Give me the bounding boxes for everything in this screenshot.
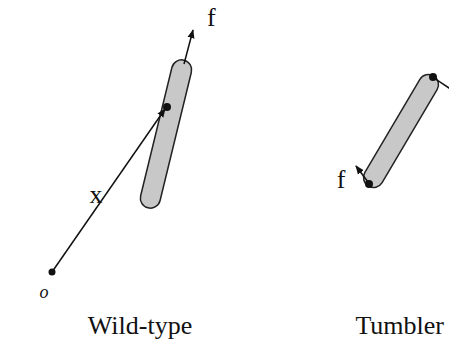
force-label: f — [337, 167, 346, 193]
force-arrow — [184, 30, 193, 64]
force-arrow — [356, 166, 368, 182]
position-vector — [52, 109, 165, 272]
panel-title: Wild-type — [88, 313, 192, 339]
origin-label: o — [40, 283, 49, 301]
vector-label: x — [90, 182, 103, 208]
center-dot — [163, 103, 171, 111]
end-dot — [365, 180, 373, 188]
force-arrow — [434, 78, 449, 90]
force-label: f — [207, 5, 216, 31]
panel-title: Tumbler — [355, 313, 444, 339]
rod — [360, 71, 442, 191]
origin-dot — [49, 269, 56, 276]
rod — [138, 58, 193, 210]
